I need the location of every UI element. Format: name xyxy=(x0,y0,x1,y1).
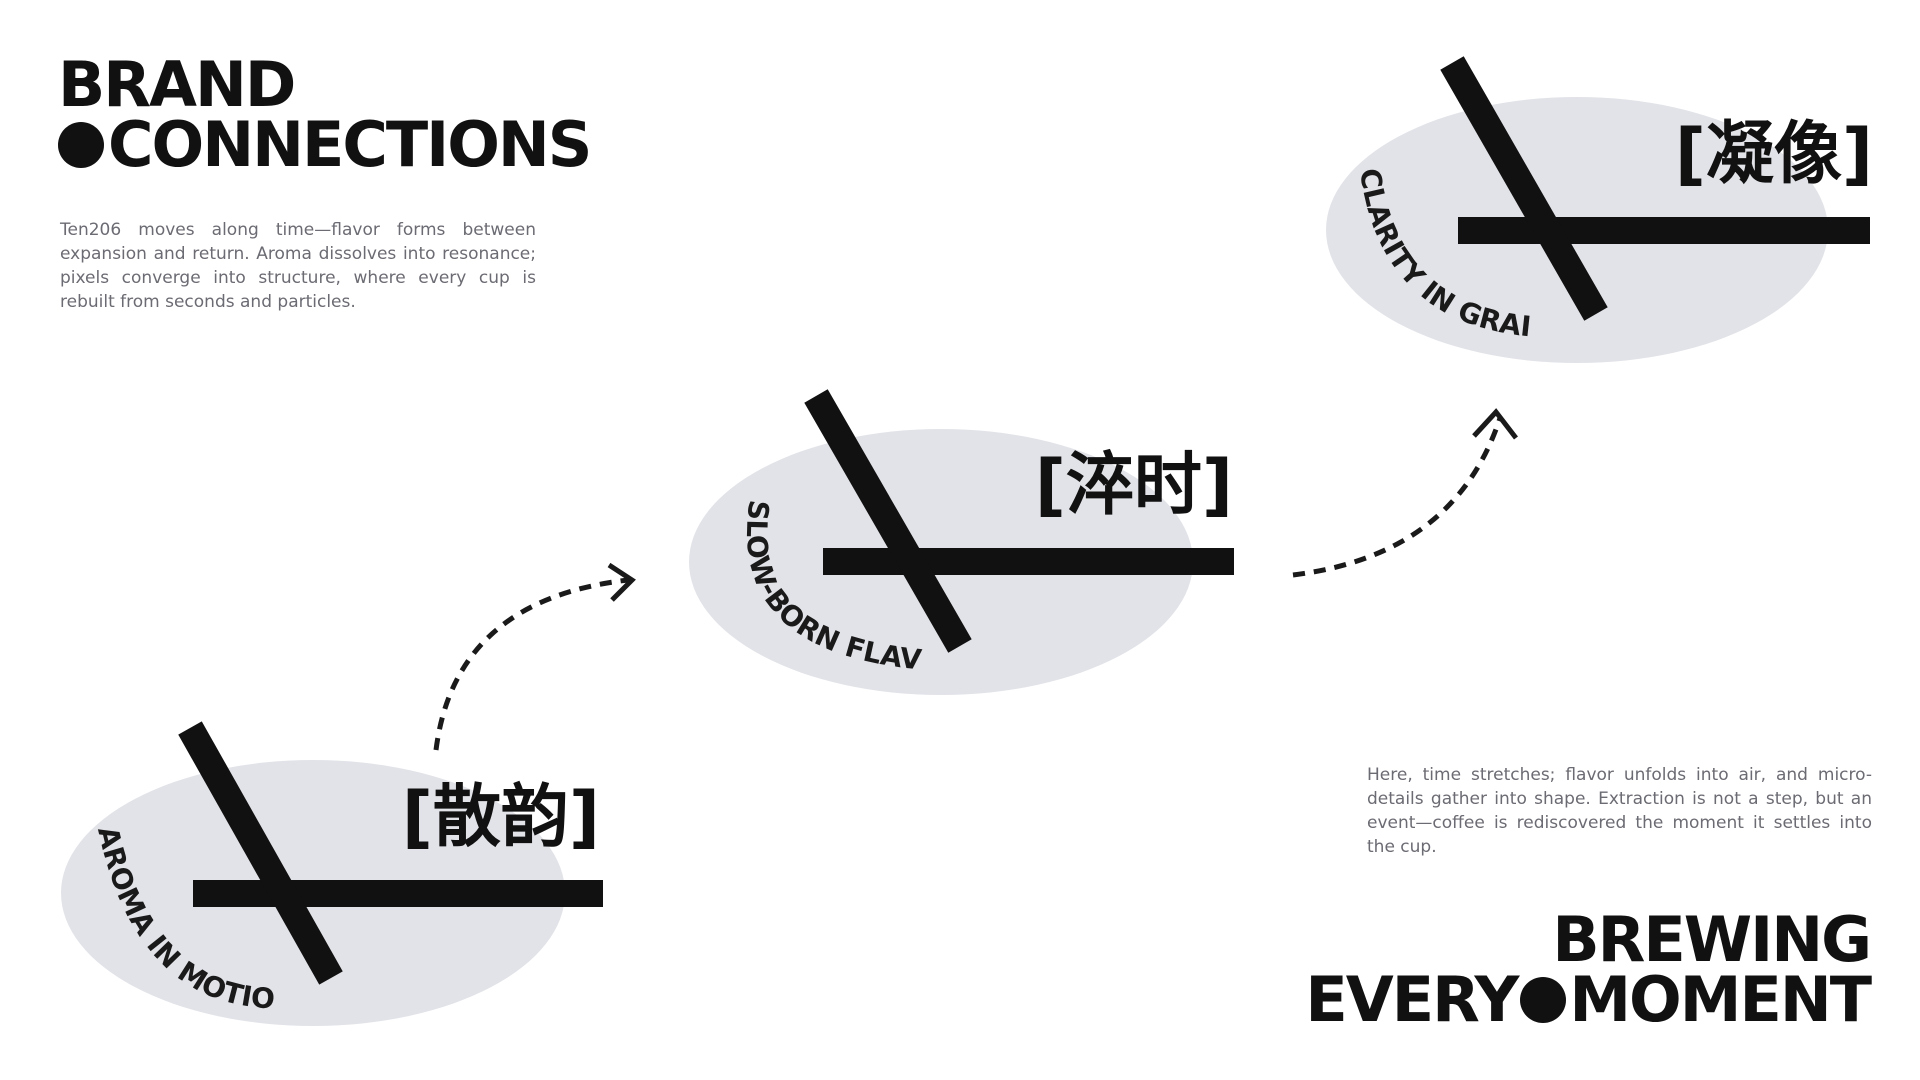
closing-paragraph: Here, time stretches; flavor unfolds int… xyxy=(1367,765,1872,857)
title-line-2-right: MOMENT xyxy=(1569,963,1872,1036)
stage-curve-label: CLARITY IN GRAINS xyxy=(0,0,1533,343)
intro-paragraph: Ten206 moves along time—flavor forms bet… xyxy=(60,220,536,312)
cross-horizontal-bar xyxy=(1458,217,1870,244)
stage-clarity: [凝像] CLARITY IN GRAINS xyxy=(0,0,1873,363)
filled-circle-dot-icon xyxy=(58,122,104,168)
cross-diagonal-bar xyxy=(1440,56,1608,321)
filled-circle-dot-icon xyxy=(1520,977,1567,1023)
title-line-1: BREWING xyxy=(1552,903,1872,976)
stage-flavor: [淬时] SLOW-BORN FLAVOR xyxy=(0,0,1234,695)
brand-connections-title: BRAND CONNECTIONS xyxy=(58,48,592,176)
stage-label-cn: [凝像] xyxy=(1675,115,1873,194)
dotted-arrow-icon xyxy=(433,562,636,751)
title-line-2-text: CONNECTIONS xyxy=(108,108,592,181)
title-line-2: CONNECTIONS xyxy=(58,114,592,176)
cross-horizontal-bar xyxy=(823,548,1234,575)
dotted-arrow-icon xyxy=(1292,408,1518,578)
title-line-2-left: EVERY xyxy=(1305,963,1519,1036)
stage-label-cn: [散韵] xyxy=(402,778,600,857)
cross-diagonal-bar xyxy=(804,389,972,653)
cross-horizontal-bar xyxy=(193,880,603,907)
stage-aroma: [散韵] AROMA IN MOTION xyxy=(0,0,603,1026)
stage-curve-label-path: CLARITY IN GRAINS xyxy=(0,0,1533,343)
cross-diagonal-bar xyxy=(178,721,343,985)
title-line-1: BRAND xyxy=(58,48,296,121)
stage-label-cn: [淬时] xyxy=(1035,446,1233,525)
